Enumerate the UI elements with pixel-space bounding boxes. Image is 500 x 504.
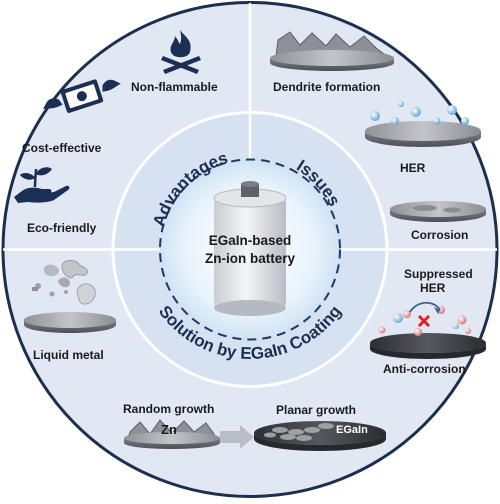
- corrosion-disc: [390, 201, 486, 222]
- liquid-metal-disc: [24, 260, 116, 333]
- hand-plant-icon: [14, 167, 70, 203]
- label-random-growth: Random growth: [123, 402, 215, 416]
- label-suppressed: Suppressed: [404, 267, 473, 281]
- center-title-line1: EGaIn-based: [208, 233, 292, 248]
- battery-icon: [213, 181, 287, 316]
- planar-growth-disc: [254, 421, 386, 451]
- random-growth-disc: [124, 419, 220, 449]
- her-disc: [365, 101, 481, 147]
- dendrite-disc: [270, 31, 394, 71]
- label-zn: Zn: [161, 422, 177, 437]
- label-corrosion: Corrosion: [411, 228, 469, 242]
- label-her: HER: [400, 161, 426, 175]
- label-cost-effective: Cost-effective: [22, 141, 102, 155]
- label-suppressed-her: HER: [420, 281, 446, 295]
- fire-icon: [161, 30, 201, 74]
- growth-arrow: [220, 425, 254, 449]
- label-anti-corrosion: Anti-corrosion: [383, 362, 466, 376]
- label-eco-friendly: Eco-friendly: [27, 221, 97, 235]
- label-dendrite-formation: Dendrite formation: [273, 80, 381, 94]
- label-non-flammable: Non-flammable: [131, 80, 218, 94]
- money-wings-icon: [42, 79, 121, 113]
- anti-corrosion-disc: [370, 301, 486, 359]
- center-title-line2: Zn-ion battery: [205, 251, 295, 266]
- label-egain: EGaIn: [336, 424, 368, 436]
- label-planar-growth: Planar growth: [276, 403, 357, 417]
- label-liquid-metal: Liquid metal: [33, 348, 104, 362]
